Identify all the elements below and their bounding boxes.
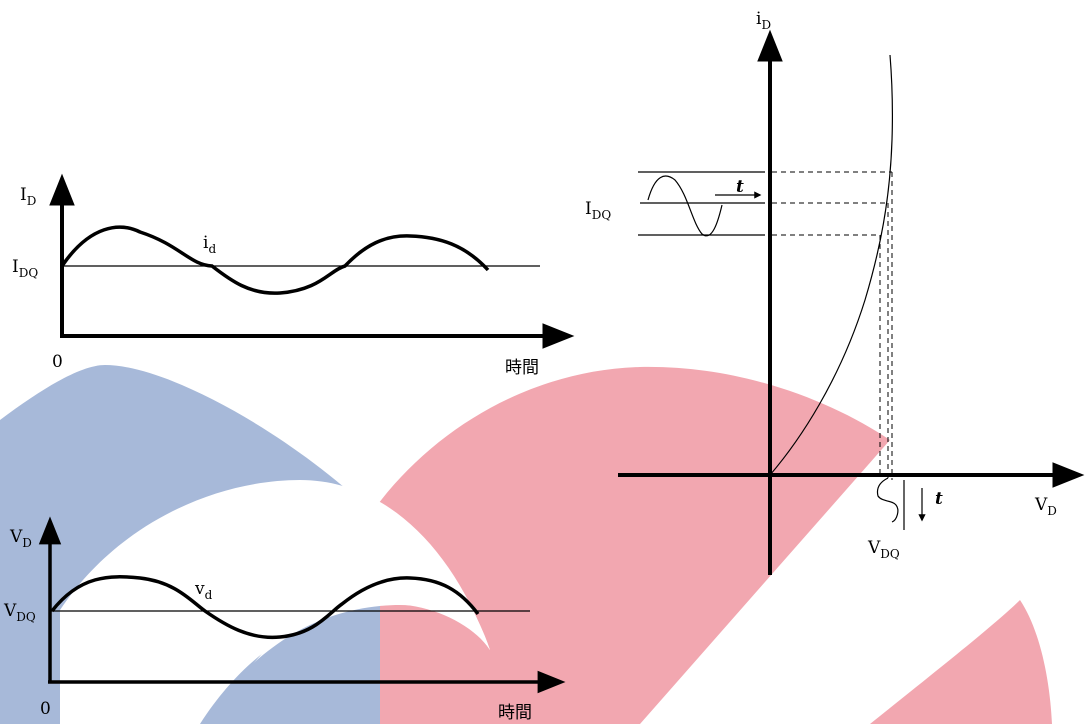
watermark-logo — [0, 365, 1052, 724]
time-axis-label-bottom: 時間 — [498, 703, 532, 723]
watermark-red-arc — [370, 366, 890, 724]
watermark-white-arch — [60, 480, 490, 724]
voltage-signal-label: vd — [194, 579, 213, 602]
diode-iv-curve — [769, 54, 893, 476]
voltage-axis-label: VD — [9, 527, 32, 550]
iv-current-bias-label: IDQ — [585, 199, 611, 222]
voltage-small-sine — [876, 477, 899, 523]
voltage-signal-wave — [50, 575, 480, 640]
current-signal-wave — [60, 225, 490, 295]
origin-label-top: 0 — [52, 352, 63, 372]
current-time-label: t — [736, 177, 744, 197]
voltage-bias-label: VDQ — [3, 601, 36, 624]
current-signal-label: id — [203, 233, 216, 256]
time-axis-label-top: 時間 — [505, 358, 539, 378]
current-small-sine — [647, 175, 723, 237]
current-axis-label: ID — [20, 185, 36, 208]
voltage-time-label: t — [935, 489, 943, 509]
current-bias-label: IDQ — [12, 257, 38, 280]
iv-voltage-axis-label: VD — [1034, 495, 1057, 518]
iv-characteristic-plot: t t iD VD IDQ VDQ — [585, 9, 1085, 575]
watermark-red-right-arc — [870, 600, 1052, 724]
current-time-plot: ID IDQ id 0 時間 — [12, 173, 575, 378]
origin-label-bottom: 0 — [40, 699, 51, 719]
watermark-blue-lower — [200, 606, 380, 724]
iv-voltage-bias-label: VDQ — [867, 538, 900, 561]
voltage-time-plot: VD VDQ vd 0 時間 — [3, 516, 566, 723]
iv-current-axis-label: iD — [756, 9, 771, 32]
